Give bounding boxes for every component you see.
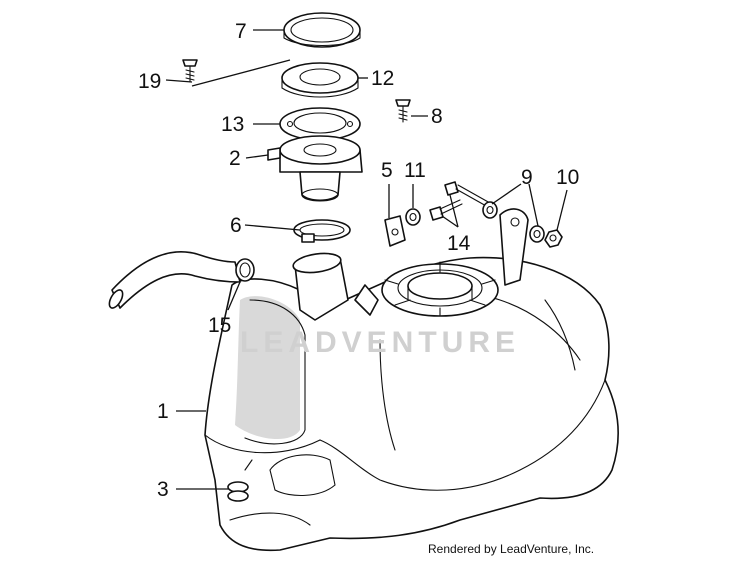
fuel-pump-part-2: [267, 135, 363, 202]
grommet-part-3: [227, 459, 253, 502]
callout-5: 5: [381, 159, 393, 182]
fuel-tank-part-1: [204, 256, 619, 552]
callout-10: 10: [556, 166, 579, 189]
rear-bracket: [499, 208, 529, 286]
callout-14: 14: [447, 232, 471, 255]
callout-7: 7: [235, 20, 247, 43]
callout-8: 8: [431, 105, 443, 128]
mount-bracket-part-5: [354, 215, 406, 316]
hose-clamp-part-15: [235, 258, 255, 282]
tank-filler-ring: [381, 261, 499, 317]
lock-ring-part-7: [283, 12, 361, 48]
callout-1: 1: [157, 400, 169, 423]
clamp-part-6: [293, 219, 351, 243]
callout-12: 12: [371, 67, 394, 90]
washers-part-9: [482, 201, 545, 243]
callout-13: 13: [221, 113, 244, 136]
leader-lines: [165, 29, 568, 490]
nut-part-10: [544, 229, 563, 248]
render-credit: Rendered by LeadVenture, Inc.: [428, 542, 595, 556]
washer-part-11: [405, 208, 421, 226]
screw-part-8: [395, 99, 411, 123]
callout-9: 9: [521, 166, 533, 189]
callout-3: 3: [157, 478, 169, 501]
callout-19: 19: [138, 70, 161, 93]
fuel-hose: [108, 251, 241, 309]
seal-part-12: [281, 62, 359, 98]
callout-6: 6: [230, 214, 242, 237]
callout-11: 11: [404, 159, 426, 182]
callout-labels: 7 19 12 13 8 2 5 11 9 10 6 14 15 1 3: [138, 20, 579, 501]
screw-part-19: [182, 59, 198, 83]
bolts-part-14: [429, 181, 491, 221]
callout-2: 2: [229, 147, 241, 170]
leadventure-watermark: LEADVENTURE: [240, 326, 521, 359]
callout-15: 15: [208, 314, 231, 337]
tank-neck: [292, 252, 349, 321]
